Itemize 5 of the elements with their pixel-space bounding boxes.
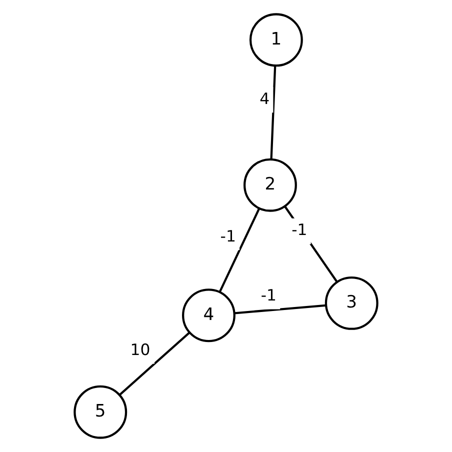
- edge-label: 4: [260, 88, 270, 108]
- edge-label: -1: [220, 226, 236, 246]
- edge-label: 10: [130, 340, 150, 359]
- edge-label: -1: [260, 285, 276, 304]
- edge-label: -1: [292, 220, 308, 240]
